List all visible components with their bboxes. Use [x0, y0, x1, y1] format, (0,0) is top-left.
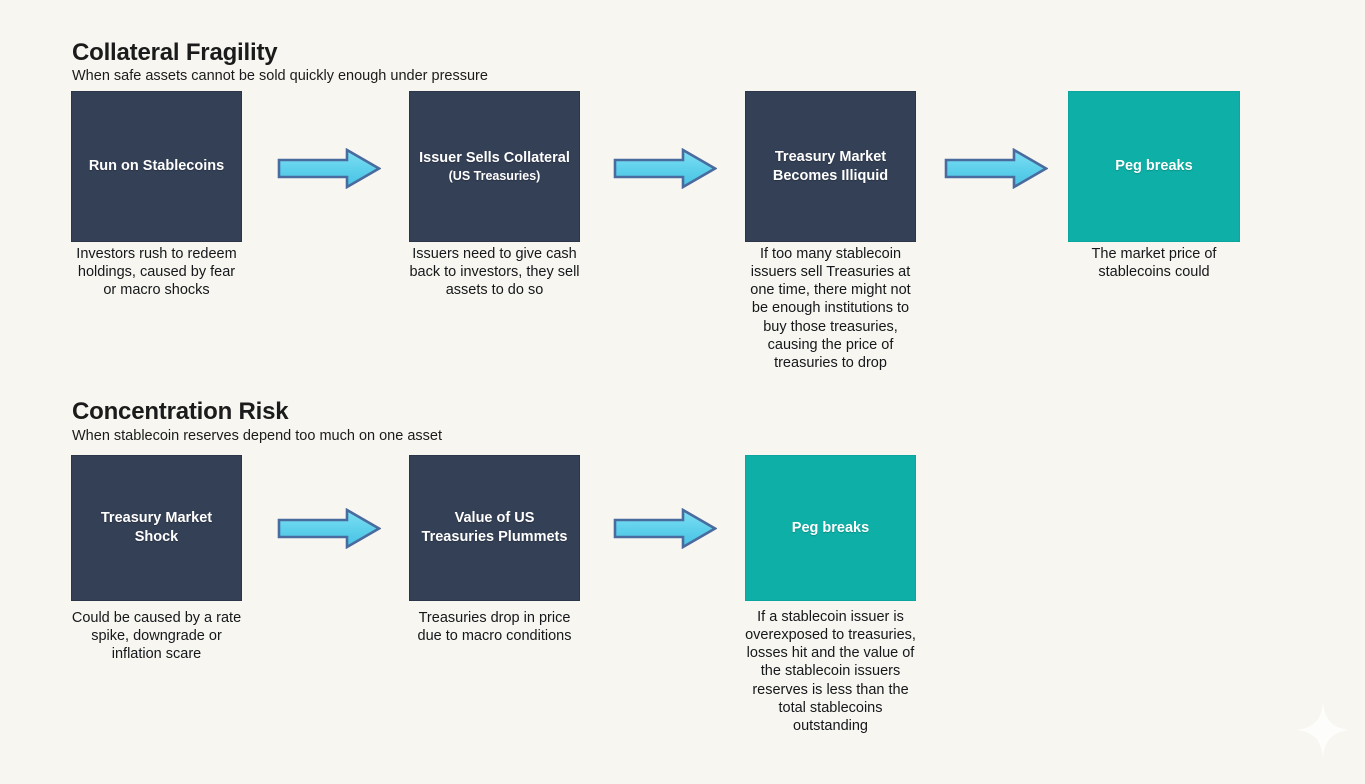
caption-treasury-market-becomes-illiquid: If too many stablecoin issuers sell Trea… — [750, 246, 911, 371]
node-label-text: Peg breaks — [1115, 158, 1193, 175]
node-label: Run on Stablecoins — [81, 157, 232, 176]
node-sublabel-text: (US Treasuries) — [448, 168, 541, 183]
node-issuer-sells-collateral[interactable]: Issuer Sells Collateral (US Treasuries) — [409, 91, 580, 242]
node-label-text: Peg breaks — [791, 519, 870, 536]
section-title-concentration-risk: Concentration Risk — [72, 398, 289, 425]
node-treasury-market-shock[interactable]: Treasury Market Shock — [71, 455, 242, 601]
section-subtitle-collateral-fragility: When safe assets cannot be sold quickly … — [72, 68, 488, 84]
caption-value-of-us-treasuries-plummets: Treasuries drop in price due to macro co… — [417, 610, 572, 645]
arrow-right-icon — [277, 148, 381, 189]
node-peg-breaks-1[interactable]: Peg breaks — [1068, 91, 1240, 242]
node-label: Issuer Sells Collateral (US Treasuries) — [411, 149, 578, 184]
node-label: Value of US Treasuries Plummets — [410, 509, 579, 547]
caption-peg-breaks-1: The market price of stablecoins could — [1091, 246, 1217, 281]
node-label: Treasury Market Becomes Illiquid — [746, 148, 915, 186]
caption-run-on-stablecoins: Investors rush to redeem holdings, cause… — [76, 246, 237, 299]
caption-treasury-market-shock: Could be caused by a rate spike, downgra… — [71, 610, 242, 663]
sparkle-icon — [1295, 700, 1351, 760]
node-value-of-us-treasuries-plummets[interactable]: Value of US Treasuries Plummets — [409, 455, 580, 601]
node-label-text: Run on Stablecoins — [88, 158, 225, 175]
node-label-text: Treasury Market Becomes Illiquid — [772, 148, 889, 184]
node-peg-breaks-2[interactable]: Peg breaks — [745, 455, 916, 601]
arrow-right-icon — [613, 508, 717, 549]
arrow-right-icon — [944, 148, 1048, 189]
caption-issuer-sells-collateral: Issuers need to give cash back to invest… — [409, 246, 580, 299]
node-label: Treasury Market Shock — [72, 509, 241, 547]
arrow-right-icon — [613, 148, 717, 189]
section-title-collateral-fragility: Collateral Fragility — [72, 39, 278, 66]
node-label-text: Issuer Sells Collateral — [419, 149, 570, 166]
arrow-right-icon — [277, 508, 381, 549]
node-label: Peg breaks — [1107, 157, 1200, 176]
node-label-text: Value of US Treasuries Plummets — [421, 510, 568, 545]
node-treasury-market-becomes-illiquid[interactable]: Treasury Market Becomes Illiquid — [745, 91, 916, 242]
node-run-on-stablecoins[interactable]: Run on Stablecoins — [71, 91, 242, 242]
caption-peg-breaks-2: If a stablecoin issuer is overexposed to… — [745, 609, 916, 734]
node-label-text: Treasury Market Shock — [100, 510, 213, 545]
section-subtitle-concentration-risk: When stablecoin reserves depend too much… — [72, 428, 442, 444]
node-label: Peg breaks — [784, 519, 877, 538]
